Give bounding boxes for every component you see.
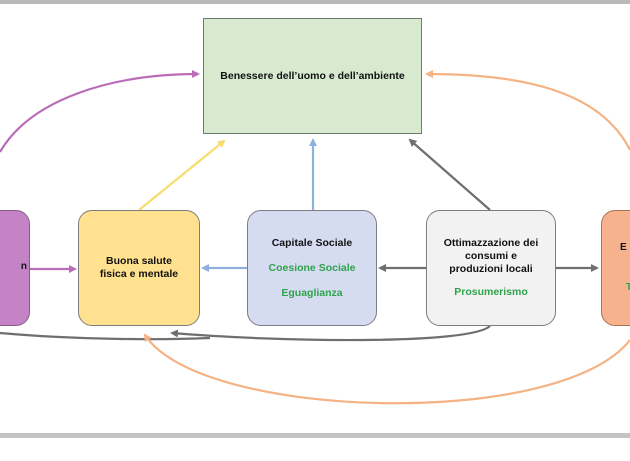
ottim-line-2: consumi e: [465, 250, 517, 262]
ottim-line-1: Ottimazzazione dei: [443, 237, 539, 249]
arrow-ottimizzazione-to-salute: [170, 325, 491, 342]
left-node-text: n: [20, 261, 27, 272]
ottim-prosumerismo: Prosumerismo: [454, 286, 528, 298]
below-frame-area: [0, 438, 630, 461]
arrow-left-to-benessere: [0, 70, 200, 153]
benessere-title: Benessere dell’uomo e dell’ambiente: [220, 69, 405, 82]
salute-line-2: fisica e mentale: [99, 268, 179, 280]
capitale-coesione: Coesione Sociale: [268, 261, 356, 274]
capitale-title: Capitale Sociale: [271, 236, 353, 249]
ottim-line-3: produzioni locali: [449, 263, 533, 275]
right-node-text: E: [620, 242, 627, 253]
arrow-gray-left-loop: [0, 331, 211, 341]
node-capitale-sociale: Capitale Sociale Coesione Sociale Eguagl…: [247, 210, 377, 326]
arrow-right-to-salute: [143, 333, 630, 405]
capitale-eguaglianza: Eguaglianza: [281, 286, 343, 299]
arrow-salute-to-benessere: [138, 139, 226, 211]
node-left-partial: n: [0, 210, 30, 326]
node-benessere: Benessere dell’uomo e dell’ambiente: [203, 18, 422, 134]
node-ottimizzazione: Ottimazzazione dei consumi e produzioni …: [426, 210, 556, 326]
arrow-right-to-benessere: [425, 70, 630, 151]
node-right-partial: E T: [601, 210, 630, 326]
node-buona-salute: Buona salute fisica e mentale: [78, 210, 200, 326]
arrow-ottimizzazione-to-benessere: [408, 138, 491, 211]
salute-line-1: Buona salute: [106, 255, 172, 267]
top-frame-bar: [0, 0, 630, 4]
right-node-green-text: T: [626, 282, 630, 293]
bottom-frame-bar: [0, 433, 630, 438]
